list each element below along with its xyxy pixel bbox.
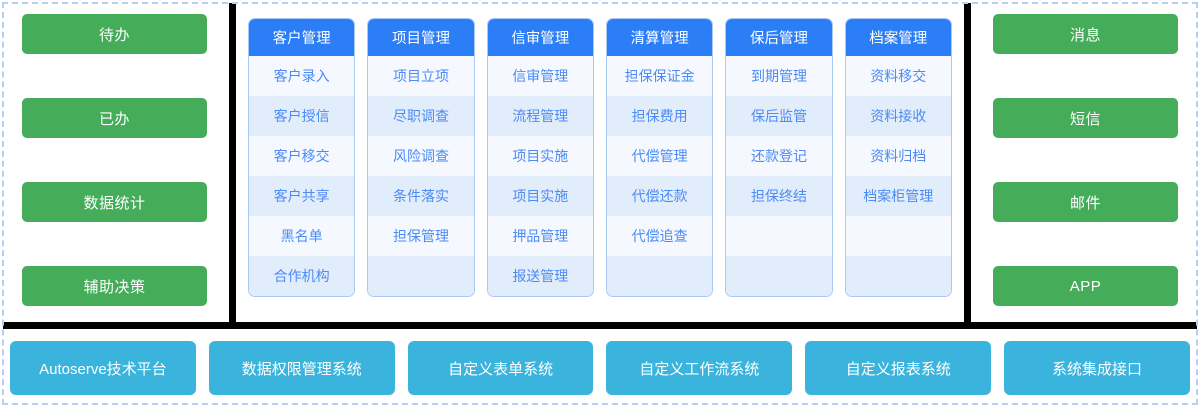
module-column-header[interactable]: 客户管理 <box>249 19 355 56</box>
platform-button[interactable]: 自定义报表系统 <box>805 341 992 395</box>
module-item[interactable]: 客户录入 <box>249 56 355 96</box>
platform-button-label: Autoserve技术平台 <box>39 360 167 378</box>
module-item[interactable]: 代偿还款 <box>606 176 713 216</box>
module-item[interactable]: 客户共享 <box>249 176 355 216</box>
core-frame-bottom-border <box>3 322 1197 329</box>
right-panel: 消息短信邮件 APP <box>971 0 1200 322</box>
platform-button-label: 自定义工作流系统 <box>639 360 760 378</box>
module-item[interactable]: 档案柜管理 <box>845 176 951 216</box>
right-panel-item[interactable]: 消息 <box>993 14 1178 54</box>
module-item[interactable]: 资料接收 <box>845 96 951 136</box>
module-column: 档案管理资料移交资料接收资料归档档案柜管理 <box>844 18 952 297</box>
module-item[interactable]: 到期管理 <box>726 56 832 96</box>
module-item[interactable]: 押品管理 <box>487 216 593 256</box>
module-column: 保后管理到期管理保后监管还款登记担保终结 <box>725 18 833 297</box>
module-item[interactable]: 担保费用 <box>606 96 713 136</box>
module-item[interactable]: 信审管理 <box>487 56 593 96</box>
module-item[interactable]: 代偿管理 <box>606 136 713 176</box>
core-frame-left-border <box>229 3 236 322</box>
left-panel-item[interactable]: 已办 <box>22 98 207 138</box>
module-column-header[interactable]: 保后管理 <box>726 19 832 56</box>
module-item[interactable]: 担保终结 <box>726 176 832 216</box>
platform-button[interactable]: 自定义工作流系统 <box>606 341 793 395</box>
platform-bar: Autoserve技术平台 数据权限管理系统 自定义表单系统 自定义工作流系统 自定义报… <box>0 329 1200 407</box>
module-item[interactable]: 代偿追查 <box>606 216 713 256</box>
left-panel-item[interactable]: 待办 <box>22 14 207 54</box>
module-item[interactable]: 条件落实 <box>368 176 474 216</box>
core-frame-right-border <box>964 3 971 322</box>
module-item[interactable]: 资料归档 <box>845 136 951 176</box>
module-item[interactable]: 项目实施 <box>487 176 593 216</box>
module-column: 客户管理客户录入客户授信客户移交客户共享黑名单合作机构 <box>248 18 356 297</box>
platform-button[interactable]: Autoserve技术平台 <box>10 341 196 395</box>
module-column: 项目管理项目立项尽职调查风险调查条件落实担保管理 <box>367 18 475 297</box>
left-panel-item[interactable]: 数据统计 <box>22 182 207 222</box>
module-item[interactable]: 客户移交 <box>249 136 355 176</box>
module-item[interactable]: 流程管理 <box>487 96 593 136</box>
module-item[interactable]: 风险调查 <box>368 136 474 176</box>
module-item[interactable]: 担保管理 <box>368 216 474 256</box>
module-column-header[interactable]: 项目管理 <box>368 19 474 56</box>
module-column-header[interactable]: 清算管理 <box>606 19 713 56</box>
left-panel-item-label: 已办 <box>98 110 130 128</box>
core-modules-region: 客户管理客户录入客户授信客户移交客户共享黑名单合作机构项目管理项目立项尽职调查风… <box>229 0 964 322</box>
left-panel-item-label: 辅助决策 <box>83 278 146 296</box>
module-column: 信审管理信审管理流程管理项目实施项目实施押品管理报送管理 <box>486 18 594 297</box>
module-item[interactable]: 报送管理 <box>487 256 593 296</box>
left-panel-item[interactable]: 辅助决策 <box>22 266 207 306</box>
module-item[interactable]: 资料移交 <box>845 56 951 96</box>
module-column-header[interactable]: 档案管理 <box>845 19 951 56</box>
right-panel-item-label: 邮件 <box>1069 194 1101 212</box>
platform-button[interactable]: 自定义表单系统 <box>407 341 594 395</box>
module-item[interactable]: 合作机构 <box>249 256 355 296</box>
platform-button-label: 数据权限管理系统 <box>241 360 362 378</box>
right-panel-item[interactable]: APP <box>993 266 1178 306</box>
module-item-empty <box>845 216 951 256</box>
module-column: 清算管理担保保证金担保费用代偿管理代偿还款代偿追查 <box>605 18 714 297</box>
module-item[interactable]: 客户授信 <box>249 96 355 136</box>
left-panel: 待办已办数据统计辅助决策 <box>0 0 229 322</box>
module-item[interactable]: 还款登记 <box>726 136 832 176</box>
module-item-empty <box>368 256 474 296</box>
platform-button[interactable]: 系统集成接口 <box>1004 341 1190 395</box>
right-panel-item-label: 短信 <box>1069 110 1101 128</box>
module-item[interactable]: 尽职调查 <box>368 96 474 136</box>
top-region: 待办已办数据统计辅助决策 客户管理客户录入客户授信客户移交客户共享黑名单合作机构… <box>0 0 1200 322</box>
module-item[interactable]: 黑名单 <box>249 216 355 256</box>
module-item[interactable]: 项目实施 <box>487 136 593 176</box>
platform-button-label: 自定义报表系统 <box>845 360 951 378</box>
platform-button-label: 系统集成接口 <box>1052 360 1143 378</box>
module-column-header[interactable]: 信审管理 <box>487 19 593 56</box>
right-panel-item[interactable]: 邮件 <box>993 182 1178 222</box>
right-panel-item[interactable]: 短信 <box>993 98 1178 138</box>
module-item-empty <box>845 256 951 296</box>
module-item[interactable]: 保后监管 <box>726 96 832 136</box>
module-item[interactable]: 担保保证金 <box>606 56 713 96</box>
module-item-empty <box>606 256 713 296</box>
module-item-empty <box>726 216 832 256</box>
right-panel-item-label: APP <box>1069 277 1102 295</box>
module-item-empty <box>726 256 832 296</box>
left-panel-item-label: 待办 <box>98 26 130 44</box>
right-panel-item-label: 消息 <box>1069 26 1101 44</box>
left-panel-item-label: 数据统计 <box>83 194 146 212</box>
platform-button[interactable]: 数据权限管理系统 <box>208 341 395 395</box>
module-item[interactable]: 项目立项 <box>368 56 474 96</box>
platform-button-label: 自定义表单系统 <box>448 360 554 378</box>
